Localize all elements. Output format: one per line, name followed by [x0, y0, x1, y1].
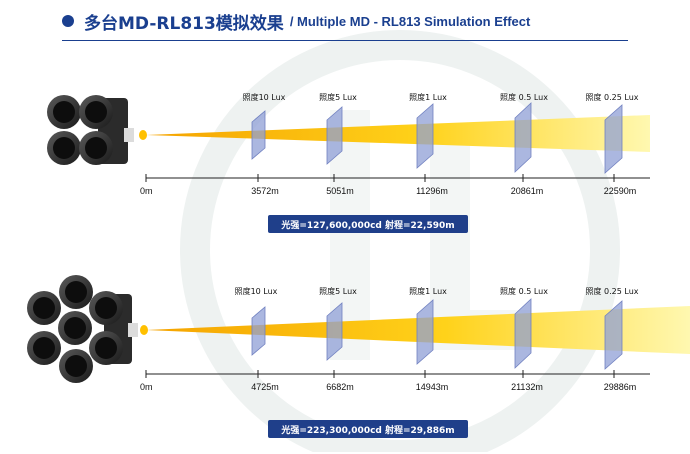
title-divider [62, 40, 628, 41]
lux-label: 照度10 Lux [242, 93, 286, 102]
lux-label: 照度1 Lux [409, 93, 447, 102]
lux-label: 照度 0.5 Lux [500, 93, 548, 102]
distance-label: 4725m [251, 382, 279, 392]
lux-label: 照度 0.25 Lux [585, 93, 639, 102]
title-english: / Multiple MD - RL813 Simulation Effect [289, 13, 531, 29]
plate-10lux [251, 110, 266, 160]
distance-origin: 0m [140, 186, 153, 196]
plate-5lux [326, 302, 343, 361]
distance-label: 11296m [416, 186, 448, 196]
summary-badge-2: 光强=223,300,000cd 射程=29,886m [268, 420, 468, 438]
title-chinese: 多台MD-RL813模拟效果 [84, 13, 284, 34]
distance-label: 21132m [511, 382, 543, 392]
plate-1lux [416, 299, 434, 365]
distance-label: 20861m [510, 186, 544, 196]
lux-label: 照度5 Lux [319, 93, 357, 102]
light-beam-1 [146, 115, 650, 152]
distance-label: 6682m [326, 382, 354, 392]
distance-label: 3572m [251, 186, 279, 196]
simulation-panel-2: 照度10 Lux 照度5 Lux 照度1 Lux 照度 0.5 Lux 照度 0… [0, 254, 690, 454]
title-bullet-icon [62, 15, 74, 27]
distance-label: 5051m [326, 186, 354, 196]
distance-label: 29886m [603, 382, 637, 392]
distance-label: 14943m [415, 382, 449, 392]
beam-scene-2 [27, 275, 690, 383]
lux-label: 照度5 Lux [319, 287, 357, 296]
illuminance-plates-1 [251, 102, 623, 174]
lux-label: 照度 0.5 Lux [500, 287, 548, 296]
plate-1lux [416, 103, 434, 169]
plate-10lux [251, 306, 266, 356]
lux-label: 照度1 Lux [409, 287, 447, 296]
plate-05lux [514, 298, 532, 369]
plate-5lux [326, 106, 343, 165]
lamp-array-icon [27, 275, 148, 383]
illuminance-plates-2 [251, 298, 623, 370]
summary-badge-1: 光强=127,600,000cd 射程=22,590m [268, 215, 468, 233]
simulation-panel-1: 照度10 Lux 照度5 Lux 照度1 Lux 照度 0.5 Lux 照度 0… [0, 78, 690, 278]
plate-025lux [604, 300, 623, 370]
lux-label: 照度10 Lux [234, 287, 278, 296]
plate-025lux [604, 104, 623, 174]
plate-05lux [514, 102, 532, 173]
lux-label: 照度 0.25 Lux [585, 287, 639, 296]
page-title: 多台MD-RL813模拟效果 / Multiple MD - RL813 Sim… [62, 8, 530, 34]
distance-origin: 0m [140, 382, 153, 392]
lamp-array-icon [47, 95, 147, 165]
beam-scene-1 [47, 95, 650, 182]
distance-label: 22590m [603, 186, 637, 196]
